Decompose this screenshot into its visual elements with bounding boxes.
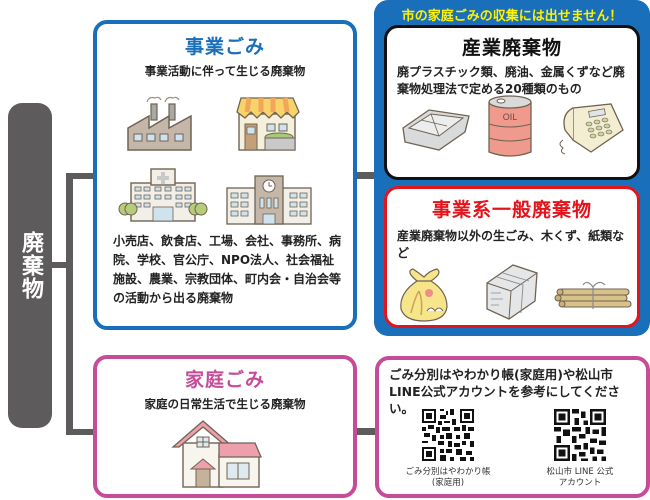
reference-intro: ごみ分別はやわかり帳(家庭用)や松山市LINE公式アカウントを参考にしてください… [389, 367, 620, 416]
qr-caption-line2: アカウント [558, 478, 602, 488]
business-waste-box: 事業ごみ 事業活動に伴って生じる廃棄物 [93, 20, 357, 330]
industrial-waste-title: 産業廃棄物 [461, 37, 562, 59]
connector-to-household [66, 429, 95, 435]
household-waste-subtitle: 家庭の日常生活で生じる廃棄物 [144, 397, 306, 411]
hospital-icon [117, 167, 209, 223]
qr-code-sorting-guide[interactable]: ごみ分別はやわかり帳 (家庭用) [393, 407, 503, 489]
reference-box: ごみ分別はやわかり帳(家庭用)や松山市LINE公式アカウントを参考にしてください… [375, 356, 650, 498]
qr-caption-line1: ごみ分別はやわかり帳 [405, 467, 491, 477]
general-business-waste-description: 産業廃棄物以外の生ごみ、木くず、紙類など [397, 229, 625, 260]
household-waste-box: 家庭ごみ 家庭の日常生活で生じる廃棄物 [93, 355, 357, 498]
factory-icon [125, 94, 197, 152]
qr-code-line-account[interactable]: 松山市 LINE 公式 アカウント [525, 407, 635, 489]
connector-household-to-qr [355, 428, 377, 435]
qr-code-icon [552, 407, 608, 463]
oil-drum-icon: OIL [487, 94, 533, 160]
industrial-waste-box: 産業廃棄物 廃プラスチック類、廃油、金属くずなど廃棄物処理法で定める20種類のも… [384, 25, 640, 180]
paper-bundle-icon [483, 261, 541, 321]
connector-business-to-blue [355, 172, 376, 179]
plastic-tray-icon [399, 106, 473, 152]
not-collected-header: 市の家庭ごみの収集には出せません！ [401, 9, 623, 24]
general-business-waste-title: 事業系一般廃棄物 [431, 199, 592, 221]
wood-bundle-icon [553, 275, 633, 315]
household-waste-title: 家庭ごみ [184, 369, 265, 391]
connector-to-business [66, 173, 95, 179]
qr-code-icon [420, 407, 476, 463]
shop-icon [231, 94, 303, 152]
industrial-waste-description: 廃プラスチック類、廃油、金属くずなど廃棄物処理法で定める20種類のもの [397, 65, 625, 96]
business-waste-description: 小売店、飲食店、工場、会社、事務所、病院、学校、官公庁、NPO法人、社会福祉施設… [113, 234, 342, 305]
root-waste-label: 廃棄物 [8, 103, 52, 428]
qr-caption-sorting-guide: ごみ分別はやわかり帳 (家庭用) [393, 467, 503, 489]
telephone-icon [555, 100, 625, 158]
general-business-waste-box: 事業系一般廃棄物 産業廃棄物以外の生ごみ、木くず、紙類など [384, 186, 640, 328]
qr-caption-line2: (家庭用) [431, 478, 465, 488]
business-waste-title: 事業ごみ [184, 36, 265, 58]
qr-caption-line1: 松山市 LINE 公式 [546, 467, 614, 477]
root-label-text: 廃棄物 [18, 231, 43, 300]
garbage-bag-icon [397, 267, 451, 323]
svg-text:OIL: OIL [503, 112, 518, 122]
connector-root-branch [52, 262, 68, 268]
house-icon [169, 417, 265, 489]
business-waste-subtitle: 事業活動に伴って生じる廃棄物 [144, 64, 306, 78]
qr-caption-line-account: 松山市 LINE 公式 アカウント [525, 467, 635, 489]
school-icon [225, 174, 313, 226]
connector-vertical [66, 173, 73, 435]
